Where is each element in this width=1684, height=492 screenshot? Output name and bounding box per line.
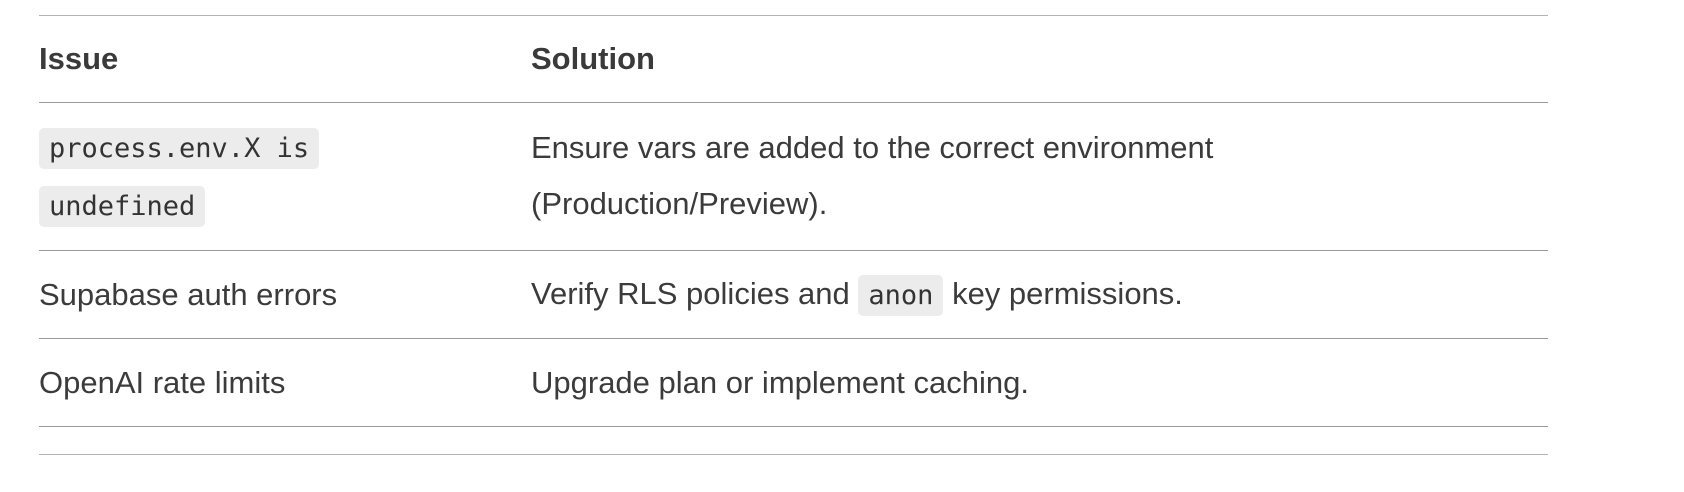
troubleshooting-table: Issue Solution process.env.X is undefine… (39, 16, 1548, 427)
solution-text-before: Verify RLS policies and (531, 275, 850, 311)
issue-cell: process.env.X is undefined (39, 102, 531, 251)
solution-cell: Upgrade plan or implement caching. (531, 338, 1548, 427)
issue-cell: Supabase auth errors (39, 250, 531, 339)
column-header-solution: Solution (531, 16, 1548, 103)
solution-cell: Verify RLS policies and anon key permiss… (531, 250, 1548, 339)
solution-text-after: key permissions. (952, 275, 1183, 311)
solution-cell: Ensure vars are added to the correct env… (531, 102, 1548, 251)
issue-code: process.env.X is undefined (39, 127, 320, 227)
table-row: OpenAI rate limits Upgrade plan or imple… (39, 338, 1548, 427)
top-rule (39, 15, 1548, 16)
bottom-rule (39, 454, 1548, 455)
table-header-row: Issue Solution (39, 16, 1548, 103)
table-row: process.env.X is undefined Ensure vars a… (39, 102, 1548, 251)
column-header-issue: Issue (39, 16, 531, 103)
issue-cell: OpenAI rate limits (39, 338, 531, 427)
solution-code: anon (858, 274, 944, 316)
table-row: Supabase auth errors Verify RLS policies… (39, 250, 1548, 339)
solution-text: Ensure vars are added to the correct env… (531, 130, 1214, 221)
troubleshooting-section: Issue Solution process.env.X is undefine… (39, 15, 1548, 455)
